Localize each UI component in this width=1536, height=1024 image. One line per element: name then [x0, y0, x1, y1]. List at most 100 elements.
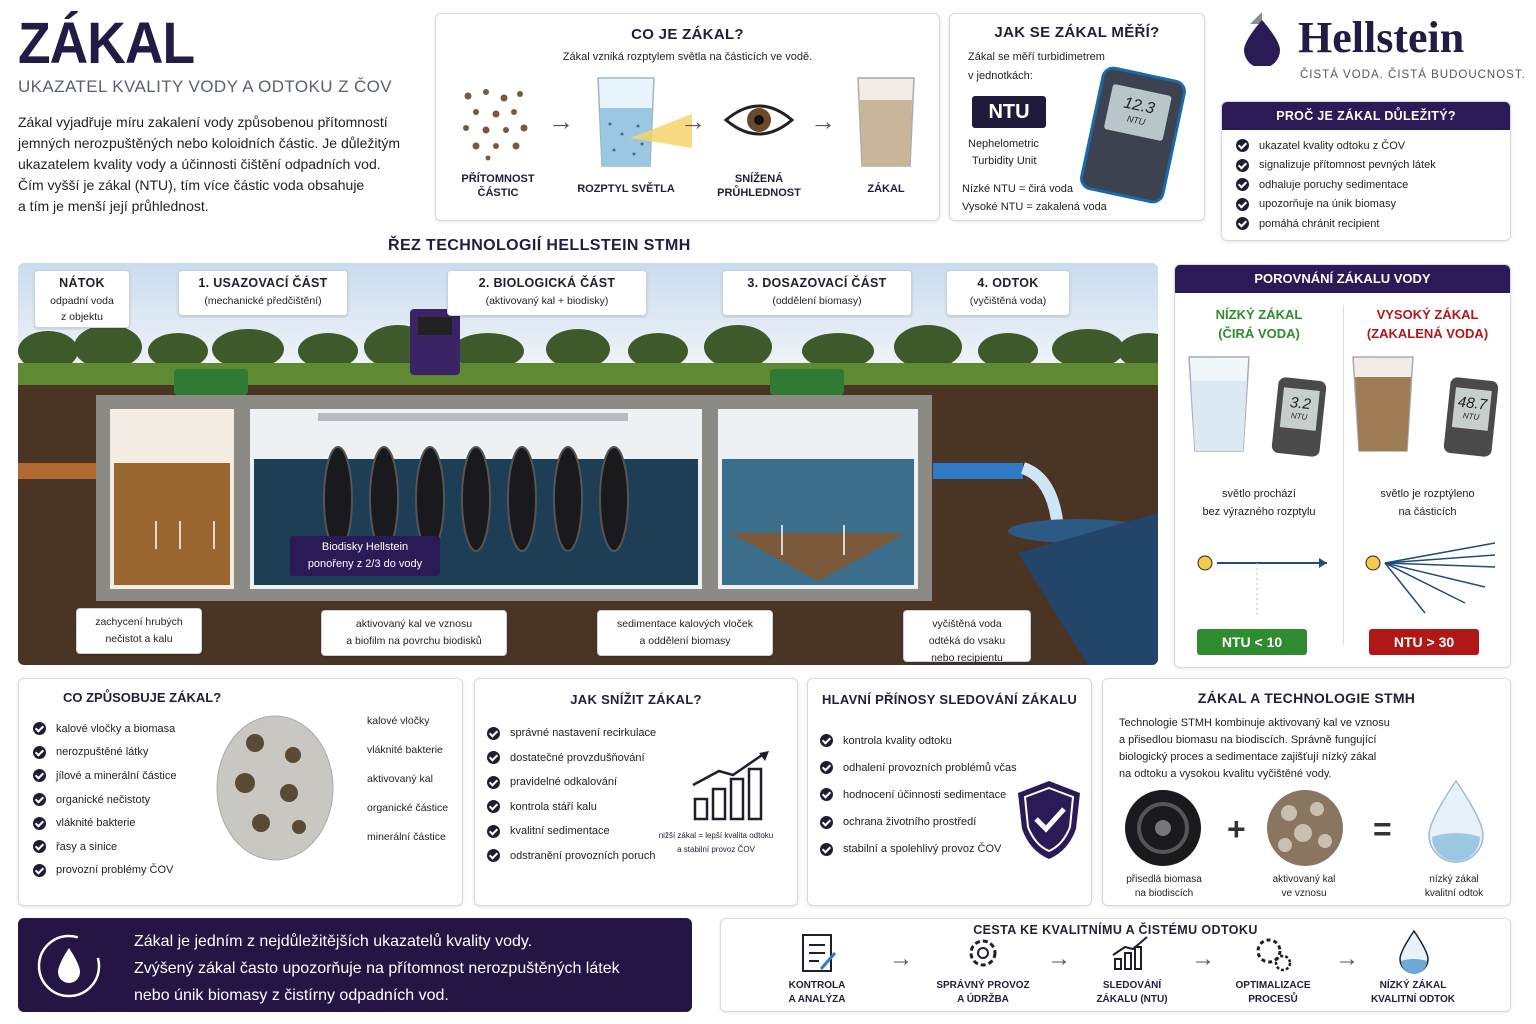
path-step-2: SPRÁVNÝ PROVOZ A ÚDRŽBA — [936, 980, 1030, 1005]
check-icon — [487, 800, 500, 814]
turbidimeter-icon: 12.3 NTU — [1077, 64, 1189, 206]
check-icon — [33, 745, 46, 759]
causes-card: CO ZPŮSOBUJE ZÁKAL? kalové vločky a biom… — [18, 678, 463, 906]
reduce-note: nižší zákal = lepší kvalita odtoku a sta… — [658, 831, 774, 854]
check-item-label: dostatečné provzdušňování — [510, 751, 645, 764]
check-icon — [33, 769, 46, 783]
high-text: světlo je rozptýleno na částicích — [1380, 488, 1475, 518]
step-transparency: SNÍŽENÁ PRŮHLEDNOST — [717, 173, 801, 199]
brand-name: Hellstein — [1298, 13, 1465, 62]
cloudy-glass-icon — [1352, 356, 1414, 452]
page-subtitle: UKAZATEL KVALITY VODY A ODTOKU Z ČOV — [18, 77, 393, 96]
step-particles: PŘÍTOMNOST ČÁSTIC — [461, 173, 535, 199]
high-value: 48.7 — [1456, 393, 1488, 414]
check-item: provozní problémy ČOV — [33, 859, 176, 883]
glass-light-icon — [597, 77, 692, 167]
check-icon — [820, 842, 833, 856]
stage-title: 1. USAZOVACÍ ČÁST — [198, 276, 328, 290]
benefits-title: HLAVNÍ PŘÍNOSY SLEDOVÁNÍ ZÁKALU — [821, 692, 1078, 707]
stage-title: 3. DOSAZOVACÍ ČÁST — [747, 276, 887, 290]
check-item-label: řasy a sinice — [56, 840, 118, 853]
causes-title: CO ZPŮSOBUJE ZÁKAL? — [63, 690, 222, 705]
check-item: signalizuje přítomnost pevných látek — [1236, 156, 1436, 176]
check-item-label: vláknité bakterie — [56, 817, 136, 830]
check-item: dostatečné provzdušňování — [487, 746, 656, 771]
checklist-icon — [802, 934, 837, 972]
check-item: hodnocení účinnosti sedimentace — [820, 781, 1017, 808]
process-note: sedimentace kalových vloček a oddělení b… — [597, 610, 773, 656]
reduce-title: JAK SNÍŽIT ZÁKAL? — [570, 692, 702, 707]
text-line: nebo únik biomasy z čistírny odpadních v… — [134, 987, 449, 1004]
check-item: upozorňuje na únik biomasy — [1236, 195, 1436, 215]
plus-icon: + — [1227, 811, 1246, 847]
arrow-icon: → — [1335, 945, 1359, 972]
check-item: odhaluje poruchy sedimentace — [1236, 175, 1436, 195]
equals-icon: = — [1373, 811, 1392, 847]
path-step-1: KONTROLA A ANALÝZA — [788, 980, 846, 1005]
compare-title: POROVNÁNÍ ZÁKALU VODY — [1175, 265, 1510, 293]
arrow-icon: → — [889, 945, 913, 972]
tech-part-2: aktivovaný kal ve vznosu — [1272, 874, 1336, 899]
text-line: ukazatelem kvality vody a účinnosti čišt… — [18, 156, 381, 172]
arrow-icon: → — [1191, 945, 1215, 972]
check-item-label: pravidelné odkalování — [510, 776, 618, 789]
hellstein-logo-icon — [1244, 12, 1280, 66]
check-item: kontrola stáří kalu — [487, 795, 656, 820]
stage-label: 2. BIOLOGICKÁ ČÁST(aktivovaný kal + biod… — [447, 270, 647, 316]
check-icon — [1236, 178, 1249, 192]
check-item: pomáhá chránit recipient — [1236, 214, 1436, 234]
cross-section — [18, 263, 1158, 665]
check-icon — [820, 815, 833, 829]
check-icon — [487, 849, 500, 863]
check-icon — [820, 761, 833, 775]
text-line: Zákal je jedním z nejdůležitějších ukaza… — [134, 933, 533, 950]
check-icon — [820, 734, 833, 748]
check-item-label: jílové a minerální částice — [56, 769, 177, 782]
high-badge: NTU > 30 — [1369, 629, 1479, 655]
high-ntu-text: Vysoké NTU = zakalená voda — [962, 201, 1107, 213]
page-title: ZÁKAL — [18, 11, 195, 76]
unit-full-1: Nephelometric — [968, 138, 1039, 150]
high-meter: 48.7 NTU — [1443, 376, 1499, 458]
stage-subtitle: (oddělení biomasy) — [772, 295, 862, 307]
stage-subtitle: (vyčištěná voda) — [969, 295, 1047, 307]
compare-card: POROVNÁNÍ ZÁKALU VODY NÍZKÝ ZÁKAL (ČIRÁ … — [1174, 264, 1511, 668]
tech-text: Technologie STMH kombinuje aktivovaný ka… — [1119, 715, 1390, 783]
check-icon — [1236, 158, 1249, 172]
activated-sludge-icon — [1267, 790, 1343, 866]
stage-subtitle: (mechanické předčištění) — [204, 295, 322, 307]
check-icon — [487, 824, 500, 838]
step-scatter: ROZPTYL SVĚTLA — [577, 183, 675, 195]
measure-card: JAK SE ZÁKAL MĚŘÍ? Zákal se měří turbidi… — [949, 13, 1205, 221]
text-line: biologický proces a sedimentace zajišťuj… — [1119, 751, 1377, 763]
check-item: organické nečistoty — [33, 788, 176, 812]
biodisc-icon — [1125, 790, 1201, 866]
text-line: a přisedlou biomasu na biodiscích. Správ… — [1119, 734, 1377, 746]
text-line: Čím vyšší je zákal (NTU), tím více části… — [18, 177, 365, 193]
check-item: kalové vločky a biomasa — [33, 717, 176, 741]
path-title: CESTA KE KVALITNÍMU A ČISTÉMU ODTOKU — [973, 923, 1258, 937]
check-icon — [33, 863, 46, 877]
arrow-icon: → — [810, 106, 836, 136]
eye-icon — [724, 104, 794, 136]
text-line: na odtoku a vysokou kvalitu vyčištěné vo… — [1119, 768, 1332, 780]
tech-part-1: přisedlá biomasa na biodiscích — [1126, 874, 1202, 899]
check-item-label: kvalitní sedimentace — [510, 825, 610, 838]
measure-text-1: Zákal se měří turbidimetrem — [968, 51, 1105, 63]
text-line: Technologie STMH kombinuje aktivovaný ka… — [1119, 717, 1390, 729]
what-card: CO JE ZÁKAL? Zákal vzniká rozptylem svět… — [435, 13, 940, 221]
check-icon — [33, 722, 46, 736]
stage-subtitle: odpadní voda z objektu — [50, 295, 114, 323]
check-item-label: odstranění provozních poruch — [510, 849, 656, 862]
check-item: pravidelné odkalování — [487, 770, 656, 795]
shield-check-icon — [1018, 781, 1080, 859]
ntu-badge: NTU — [972, 96, 1046, 128]
text-line: Zákal vyjadřuje míru zakalení vody způso… — [18, 114, 388, 130]
tech-part-3: nízký zákal kvalitní odtok — [1424, 874, 1484, 899]
check-icon — [33, 840, 46, 854]
water-drop-icon — [1428, 779, 1484, 863]
check-item-label: hodnocení účinnosti sedimentace — [843, 788, 1007, 801]
